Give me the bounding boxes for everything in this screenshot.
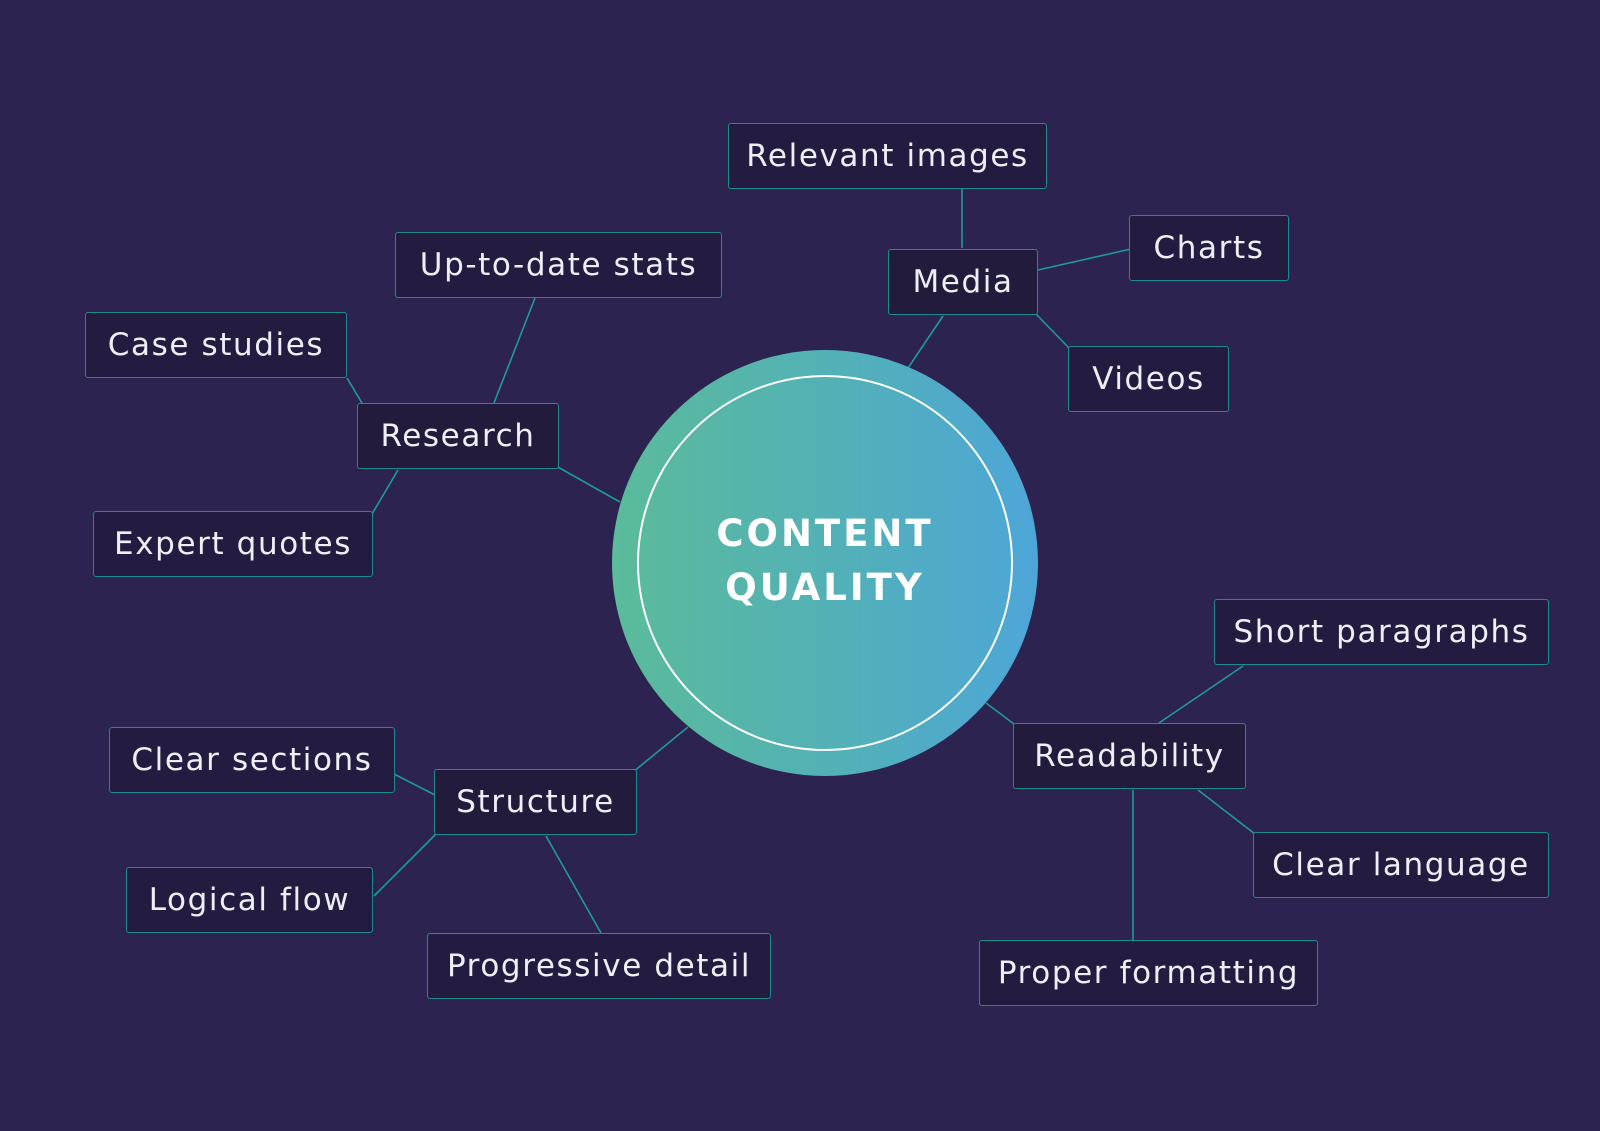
branch-node-media: Media (888, 249, 1038, 315)
connector-center-structure (632, 726, 689, 773)
connector-research-case-studies (346, 377, 363, 404)
leaf-node-short-paragraphs: Short paragraphs (1214, 599, 1549, 665)
connector-readability-language (1197, 789, 1256, 835)
connector-structure-sections (393, 773, 436, 796)
connector-media-charts (1037, 248, 1132, 271)
connector-center-readability (985, 702, 1015, 725)
leaf-node-expert-quotes: Expert quotes (93, 511, 373, 577)
connector-research-stats (493, 297, 536, 404)
connector-structure-flow (373, 833, 437, 897)
leaf-node-logical-flow: Logical flow (126, 867, 373, 933)
central-topic-ring (637, 375, 1013, 751)
connector-center-research (555, 465, 621, 503)
connector-readability-paragraphs (1158, 665, 1244, 724)
branch-node-structure: Structure (434, 769, 637, 835)
leaf-node-clear-language: Clear language (1253, 832, 1549, 898)
leaf-node-up-to-date-stats: Up-to-date stats (395, 232, 722, 298)
leaf-node-progressive-detail: Progressive detail (427, 933, 771, 999)
branch-node-readability: Readability (1013, 723, 1246, 789)
connector-media-videos (1035, 313, 1070, 349)
connector-center-media (907, 315, 944, 369)
leaf-node-relevant-images: Relevant images (728, 123, 1047, 189)
connector-structure-progressive (545, 835, 602, 934)
central-topic-label: CONTENT QUALITY (716, 512, 934, 609)
leaf-node-clear-sections: Clear sections (109, 727, 395, 793)
leaf-node-proper-formatting: Proper formatting (979, 940, 1318, 1006)
leaf-node-case-studies: Case studies (85, 312, 347, 378)
leaf-node-charts: Charts (1129, 215, 1289, 281)
connector-research-expert-quotes (371, 469, 399, 515)
central-topic-circle: CONTENT QUALITY (612, 350, 1038, 776)
branch-node-research: Research (357, 403, 559, 469)
leaf-node-videos: Videos (1068, 346, 1229, 412)
